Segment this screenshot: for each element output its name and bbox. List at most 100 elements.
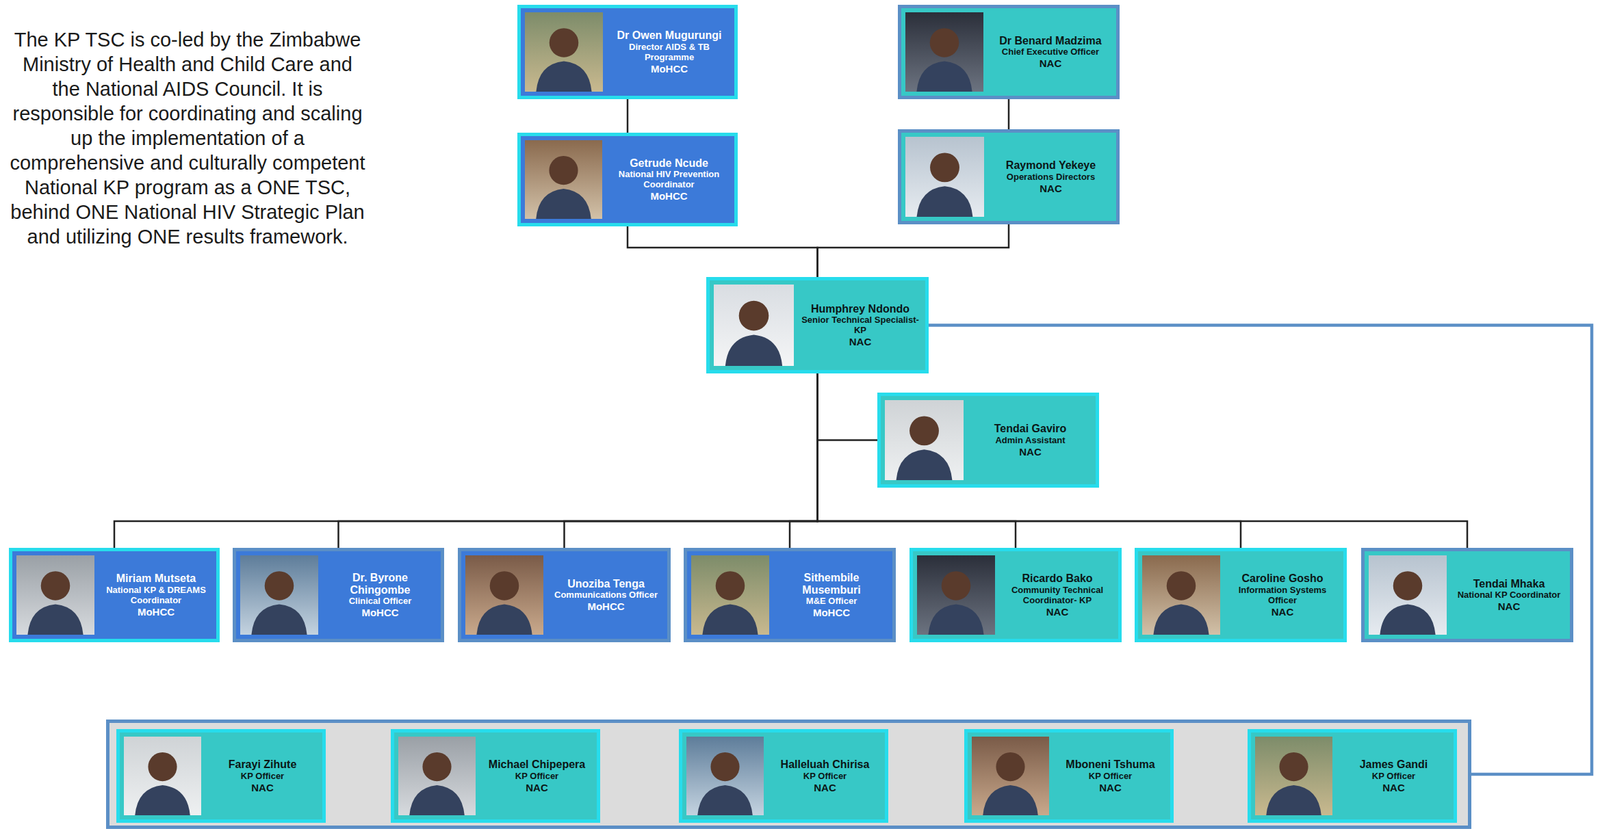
person-box: Michael ChipeperaKP OfficerNAC	[390, 729, 601, 824]
organisation: MoHCC	[361, 607, 399, 619]
job-title: Admin Assistant	[995, 435, 1065, 447]
organisation: NAC	[1271, 606, 1295, 618]
organisation: MoHCC	[650, 190, 688, 202]
portrait-figure	[917, 555, 996, 636]
job-title: National HIV Prevention Coordinator	[607, 169, 731, 191]
person-box: Farayi ZihuteKP OfficerNAC	[116, 729, 326, 824]
portrait-photo	[691, 555, 770, 636]
portrait-photo	[971, 737, 1050, 816]
connector-line	[564, 373, 818, 549]
portrait-photo	[905, 12, 984, 92]
person-box: Halleluah ChirisaKP OfficerNAC	[678, 729, 889, 824]
text-column: Caroline GoshoInformation Systems Office…	[1225, 551, 1340, 640]
organisation: NAC	[251, 782, 274, 794]
connector-line	[817, 373, 879, 441]
person-name: Farayi Zihute	[228, 758, 298, 772]
person-box: Tendai MhakaNational KP CoordinatorNAC	[1361, 548, 1574, 643]
text-column: Sithembile MusemburiM&E OfficerMoHCC	[774, 551, 889, 640]
person-name: Unoziba Tenga	[567, 578, 645, 591]
officer-band: Farayi ZihuteKP OfficerNACMichael Chipep…	[106, 719, 1472, 830]
text-column: Dr Owen MugurungiDirector AIDS & TB Prog…	[608, 8, 731, 96]
organisation: MoHCC	[137, 606, 175, 618]
text-column: Tendai MhakaNational KP CoordinatorNAC	[1452, 551, 1566, 640]
portrait-figure	[398, 737, 476, 816]
connector-line	[627, 226, 818, 278]
portrait-figure	[1255, 737, 1333, 816]
portrait-photo	[524, 140, 603, 219]
text-column: Humphrey NdondoSenior Technical Speciali…	[799, 280, 922, 371]
job-title: KP Officer	[240, 771, 285, 783]
job-title: Community Technical Coordinator- KP	[1000, 585, 1115, 607]
connector-line	[338, 373, 818, 549]
portrait-figure	[905, 136, 985, 217]
text-column: Unoziba TengaCommunications OfficerMoHCC	[548, 551, 664, 640]
text-column: Halleluah ChirisaKP OfficerNAC	[769, 732, 881, 820]
person-name: Getrude Ncude	[629, 157, 709, 170]
portrait-photo	[686, 737, 764, 816]
portrait-figure	[686, 737, 764, 816]
organisation: MoHCC	[587, 600, 625, 613]
text-column: Ricardo BakoCommunity Technical Coordina…	[1000, 551, 1115, 640]
person-box: Unoziba TengaCommunications OfficerMoHCC	[457, 548, 671, 643]
organisation: NAC	[1018, 446, 1042, 458]
organisation: NAC	[1099, 782, 1122, 794]
person-box: Ricardo BakoCommunity Technical Coordina…	[909, 548, 1122, 643]
person-box: Tendai GaviroAdmin AssistantNAC	[877, 392, 1100, 488]
organisation: NAC	[1382, 782, 1405, 794]
person-box: Getrude NcudeNational HIV Prevention Coo…	[517, 132, 738, 227]
job-title: M&E Officer	[806, 596, 857, 608]
job-title: KP Officer	[1088, 771, 1132, 783]
person-name: Caroline Gosho	[1241, 572, 1323, 586]
portrait-figure	[240, 555, 319, 636]
person-box: James GandiKP OfficerNAC	[1247, 729, 1457, 824]
text-column: Miriam MutsetaNational KP & DREAMS Coord…	[99, 551, 213, 640]
portrait-figure	[123, 737, 202, 816]
organisation: NAC	[1039, 182, 1063, 195]
organisation: NAC	[813, 782, 837, 794]
job-title: National KP Coordinator	[1457, 590, 1561, 601]
text-column: Raymond YekeyeOperations DirectorsNAC	[989, 132, 1113, 222]
person-name: Michael Chipepera	[488, 758, 586, 772]
organisation: NAC	[1039, 57, 1063, 70]
person-box: Sithembile MusemburiM&E OfficerMoHCC	[683, 548, 896, 643]
person-name: James Gandi	[1359, 758, 1429, 772]
portrait-photo	[524, 12, 603, 92]
organisation: NAC	[1498, 600, 1521, 613]
job-title: KP Officer	[803, 771, 847, 783]
person-box: Dr Owen MugurungiDirector AIDS & TB Prog…	[517, 4, 738, 100]
portrait-figure	[524, 140, 603, 219]
person-box: Raymond YekeyeOperations DirectorsNAC	[897, 129, 1120, 225]
text-column: Getrude NcudeNational HIV Prevention Coo…	[607, 136, 731, 224]
organisation: MoHCC	[650, 62, 688, 75]
portrait-photo	[1142, 555, 1221, 636]
job-title: National KP & DREAMS Coordinator	[99, 585, 213, 607]
organisation: NAC	[525, 782, 549, 794]
person-name: Dr. Byrone Chingombe	[323, 572, 437, 598]
job-title: Director AIDS & TB Programme	[608, 42, 731, 63]
portrait-figure	[884, 400, 964, 481]
portrait-figure	[1368, 555, 1447, 636]
job-title: Senior Technical Specialist- KP	[799, 315, 922, 337]
portrait-figure	[16, 555, 95, 636]
text-column: Michael ChipeperaKP OfficerNAC	[481, 732, 593, 820]
portrait-photo	[1368, 555, 1447, 636]
person-name: Dr Owen Mugurungi	[617, 29, 722, 42]
portrait-figure	[1142, 555, 1221, 636]
portrait-figure	[691, 555, 770, 636]
person-name: Tendai Gaviro	[994, 422, 1067, 436]
connector-line	[817, 373, 1468, 549]
person-box: Miriam MutsetaNational KP & DREAMS Coord…	[8, 548, 220, 643]
connector-line	[626, 99, 629, 133]
job-title: KP Officer	[1372, 771, 1416, 783]
organisation: NAC	[1046, 606, 1069, 618]
portrait-figure	[465, 555, 544, 636]
portrait-photo	[905, 136, 985, 217]
person-box: Humphrey NdondoSenior Technical Speciali…	[706, 277, 929, 374]
connector-line	[789, 373, 818, 549]
person-name: Raymond Yekeye	[1005, 159, 1096, 172]
portrait-photo	[713, 284, 794, 367]
portrait-photo	[240, 555, 319, 636]
job-title: Chief Executive Officer	[1001, 47, 1100, 58]
